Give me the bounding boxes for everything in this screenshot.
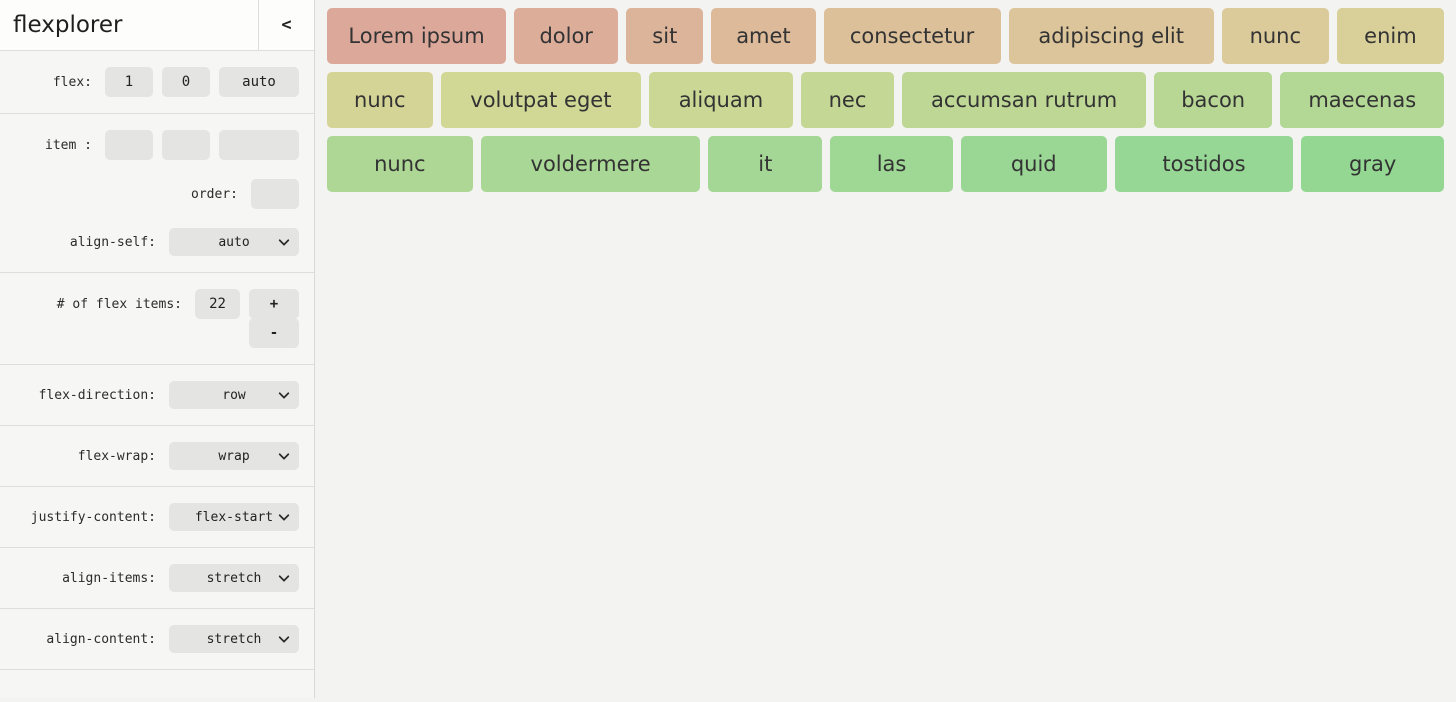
item-flex-basis-input[interactable] <box>219 130 299 160</box>
flex-item: nec <box>801 72 895 128</box>
flex-wrap-select[interactable]: wrap <box>169 442 299 470</box>
align-content-label: align-content: <box>46 632 156 647</box>
align-items-label: align-items: <box>62 571 156 586</box>
flex-item: Lorem ipsum <box>327 8 506 64</box>
flex-direction-select[interactable]: row <box>169 381 299 409</box>
num-items-label: # of flex items: <box>57 297 182 312</box>
align-items-section: align-items: stretch <box>0 548 314 609</box>
flex-wrap-label: flex-wrap: <box>78 449 156 464</box>
flex-item: bacon <box>1154 72 1273 128</box>
chevron-down-icon <box>278 632 289 643</box>
flex-item: sit <box>626 8 703 64</box>
flex-item: quid <box>961 136 1107 192</box>
flex-direction-section: flex-direction: row <box>0 365 314 426</box>
item-flex-grow-input[interactable] <box>105 130 153 160</box>
flex-basis-input[interactable] <box>219 67 299 97</box>
flex-item: nunc <box>327 72 433 128</box>
flex-item: las <box>830 136 953 192</box>
order-input[interactable] <box>251 179 299 209</box>
flex-item: adipiscing elit <box>1009 8 1214 64</box>
flex-label: flex: <box>53 75 92 90</box>
flex-item: voldermere <box>481 136 701 192</box>
sidebar: flexplorer < flex: item : order: align-s… <box>0 0 315 698</box>
remove-item-button[interactable]: - <box>249 318 299 348</box>
flex-grow-input[interactable] <box>105 67 153 97</box>
align-items-select[interactable]: stretch <box>169 564 299 592</box>
flex-item: accumsan rutrum <box>902 72 1146 128</box>
flex-item: dolor <box>514 8 618 64</box>
chevron-down-icon <box>278 571 289 582</box>
collapse-sidebar-button[interactable]: < <box>258 0 314 50</box>
justify-content-value: flex-start <box>195 510 273 525</box>
flex-item: nunc <box>327 136 473 192</box>
sidebar-header: flexplorer < <box>0 0 314 51</box>
justify-content-select[interactable]: flex-start <box>169 503 299 531</box>
item-section: item : order: align-self: auto <box>0 114 314 273</box>
item-label: item : <box>45 138 92 153</box>
flex-wrap-value: wrap <box>218 449 249 464</box>
flex-item: maecenas <box>1280 72 1444 128</box>
flex-shrink-input[interactable] <box>162 67 210 97</box>
justify-content-label: justify-content: <box>31 510 156 525</box>
align-content-section: align-content: stretch <box>0 609 314 670</box>
app-title: flexplorer <box>0 0 258 50</box>
flex-item: nunc <box>1222 8 1329 64</box>
align-self-value: auto <box>218 235 249 250</box>
flex-item: gray <box>1301 136 1444 192</box>
align-self-select[interactable]: auto <box>169 228 299 256</box>
chevron-down-icon <box>278 510 289 521</box>
align-items-value: stretch <box>207 571 262 586</box>
add-item-button[interactable]: + <box>249 289 299 319</box>
partial-section <box>0 670 314 702</box>
chevron-down-icon <box>278 449 289 460</box>
num-items-input[interactable] <box>195 289 240 319</box>
num-items-section: # of flex items: + - <box>0 273 314 365</box>
item-flex-shrink-input[interactable] <box>162 130 210 160</box>
align-self-label: align-self: <box>70 235 156 250</box>
flex-item: volutpat eget <box>441 72 642 128</box>
order-label: order: <box>191 187 238 202</box>
flex-item: amet <box>711 8 815 64</box>
chevron-down-icon <box>278 388 289 399</box>
flex-item: it <box>708 136 822 192</box>
align-content-value: stretch <box>207 632 262 647</box>
flex-item: tostidos <box>1115 136 1294 192</box>
flex-item: enim <box>1337 8 1444 64</box>
flex-direction-label: flex-direction: <box>39 388 156 403</box>
flex-section: flex: <box>0 51 314 114</box>
justify-content-section: justify-content: flex-start <box>0 487 314 548</box>
flex-wrap-section: flex-wrap: wrap <box>0 426 314 487</box>
flex-direction-value: row <box>222 388 245 403</box>
chevron-down-icon <box>278 235 289 246</box>
align-content-select[interactable]: stretch <box>169 625 299 653</box>
flex-item: consectetur <box>824 8 1001 64</box>
flex-item: aliquam <box>649 72 793 128</box>
